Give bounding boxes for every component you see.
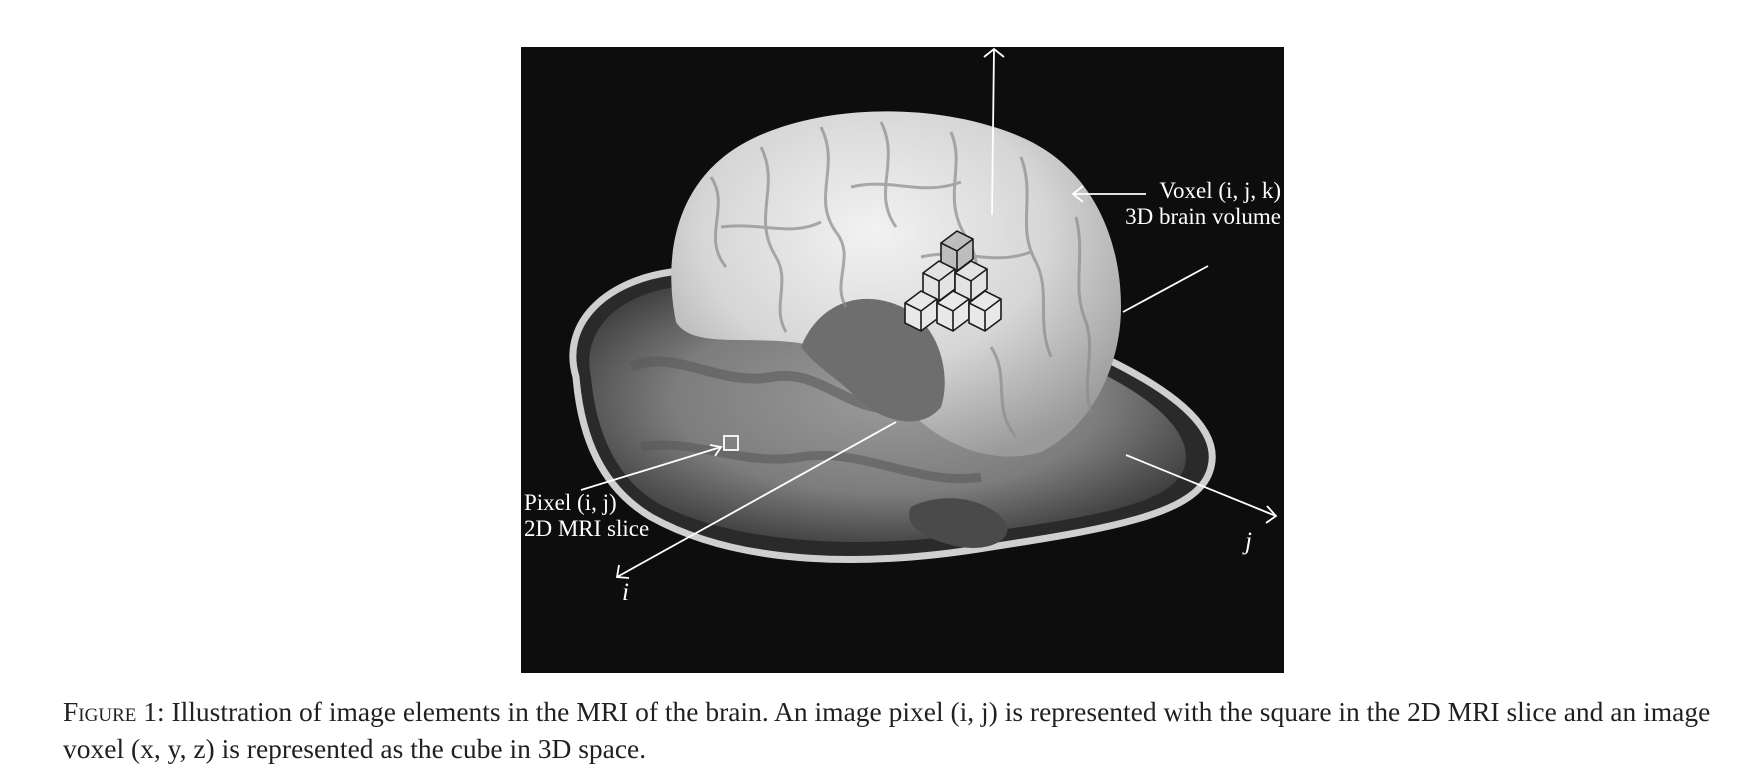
mri-brain-figure: Voxel (i, j, k) 3D brain volume Pixel (i…	[521, 47, 1284, 673]
pixel-label-line2: 2D MRI slice	[524, 516, 650, 541]
pixel-label-line1: Pixel (i, j)	[524, 490, 617, 515]
caption-figure-label: Figure 1	[63, 696, 157, 727]
voxel-label-line2: 3D brain volume	[1125, 204, 1281, 229]
annotation-arrows	[580, 47, 1278, 579]
axis-j-arrowhead	[1265, 505, 1278, 524]
voxel-label-line1: Voxel (i, j, k)	[1159, 178, 1281, 203]
brain-volume	[671, 111, 1121, 457]
volume-pointer-line	[1122, 265, 1209, 313]
pixel-label: Pixel (i, j) 2D MRI slice	[524, 490, 649, 542]
pixel-pointer-line	[580, 446, 722, 491]
caption-text: : Illustration of image elements in the …	[63, 696, 1711, 764]
voxel-label: Voxel (i, j, k) 3D brain volume	[1125, 178, 1281, 230]
voxel-pointer-arrowhead	[1071, 185, 1084, 203]
axis-i-arrowhead	[615, 564, 630, 579]
voxel-cubes	[904, 230, 1002, 332]
axis-j-line	[1125, 454, 1277, 517]
axis-j-label: j	[1245, 528, 1252, 555]
mri-brain-illustration	[569, 47, 1278, 579]
figure-caption: Figure 1: Illustration of image elements…	[63, 693, 1743, 767]
axis-i-line	[616, 421, 897, 578]
vertical-axis-line	[991, 48, 995, 216]
pixel-square	[723, 435, 739, 451]
pixel-pointer-arrowhead	[709, 444, 723, 457]
axis-i-label: i	[622, 579, 629, 606]
vertical-axis-arrowhead	[983, 47, 1005, 58]
